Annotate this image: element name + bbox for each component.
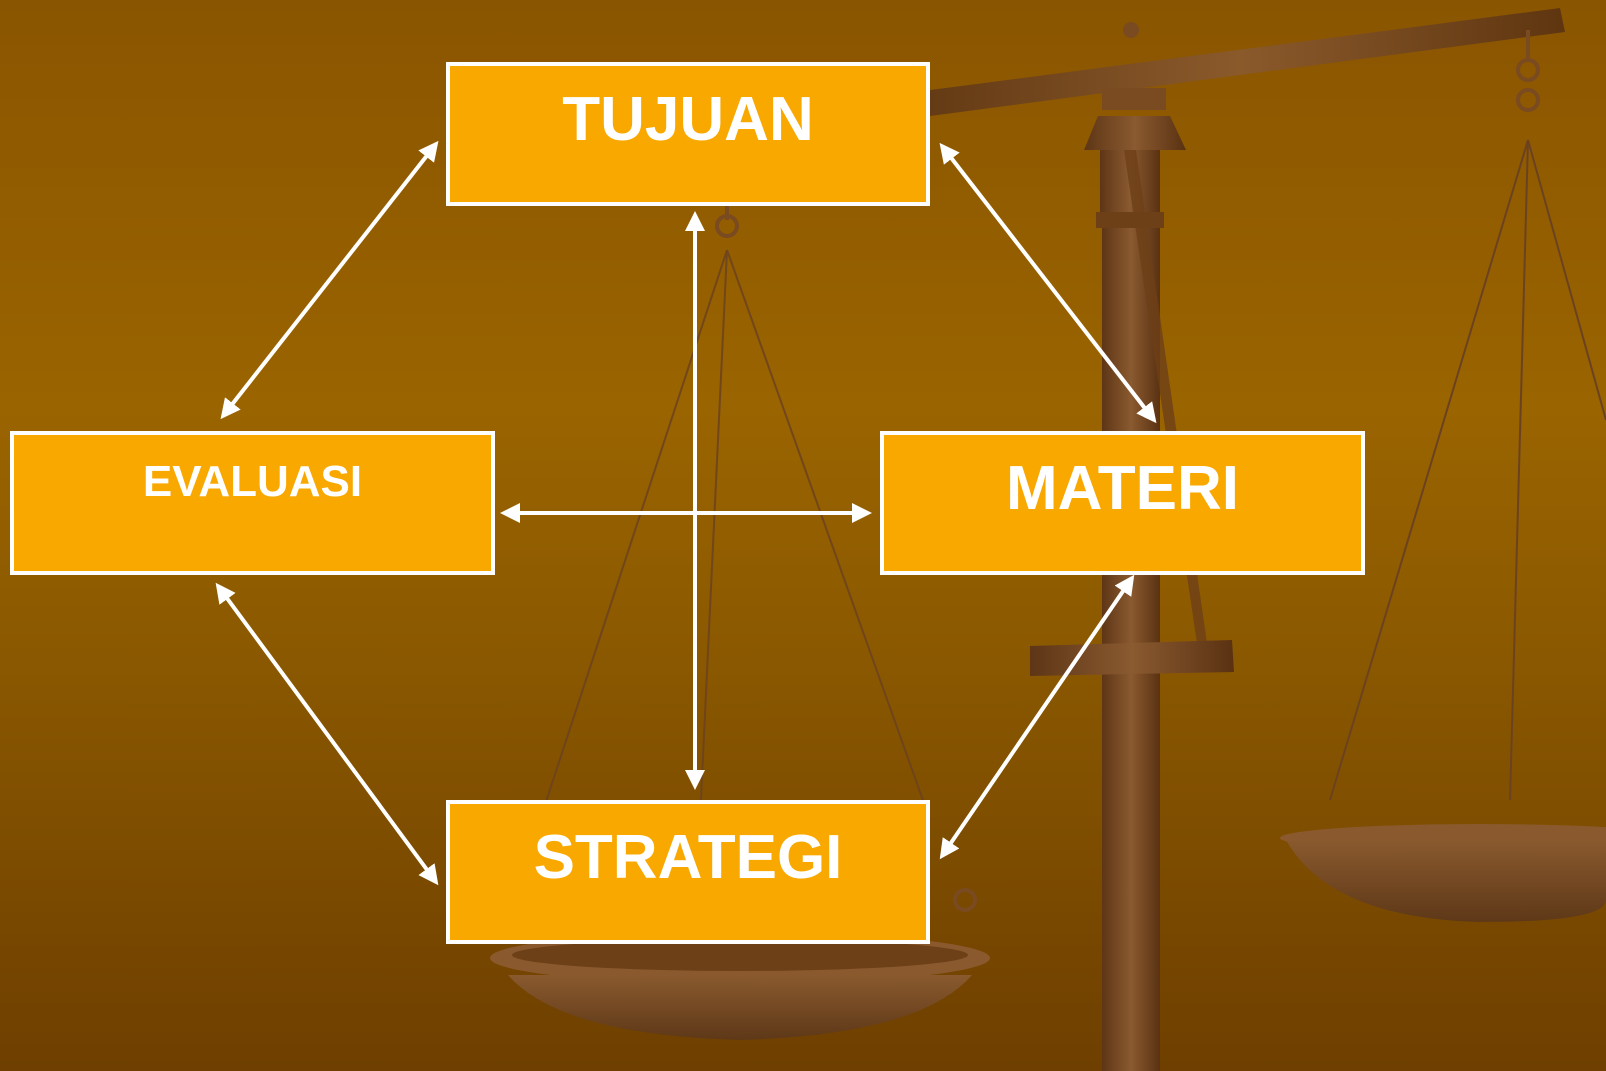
left-pan-inner bbox=[512, 939, 968, 971]
node-materi-label: MATERI bbox=[1005, 454, 1240, 523]
node-tujuan: TUJUAN bbox=[446, 62, 930, 206]
left-pan-bowl bbox=[508, 975, 972, 1040]
node-strategi: STRATEGI bbox=[446, 800, 930, 944]
arrow-tujuan-materi bbox=[939, 142, 1157, 424]
node-evaluasi: EVALUASI bbox=[10, 431, 495, 575]
right-pan-bowl bbox=[1286, 840, 1606, 922]
pillar-cap bbox=[1102, 88, 1166, 110]
right-hook bbox=[1516, 30, 1541, 112]
arrow-tujuan-evaluasi bbox=[220, 140, 439, 420]
node-tujuan-label: TUJUAN bbox=[562, 85, 814, 154]
scale-beam bbox=[915, 8, 1565, 118]
node-strategi-label: STRATEGI bbox=[533, 823, 843, 892]
node-materi: MATERI bbox=[880, 431, 1365, 575]
left-pan-hook-right bbox=[953, 888, 978, 912]
beam-pivot-knob bbox=[1123, 22, 1139, 38]
pillar-bell bbox=[1084, 116, 1186, 150]
node-evaluasi-label: EVALUASI bbox=[142, 457, 363, 506]
right-chains bbox=[1329, 139, 1606, 801]
arrow-materi-strategi bbox=[939, 574, 1135, 860]
left-hook bbox=[715, 206, 740, 238]
arrow-evaluasi-strategi bbox=[215, 582, 439, 886]
